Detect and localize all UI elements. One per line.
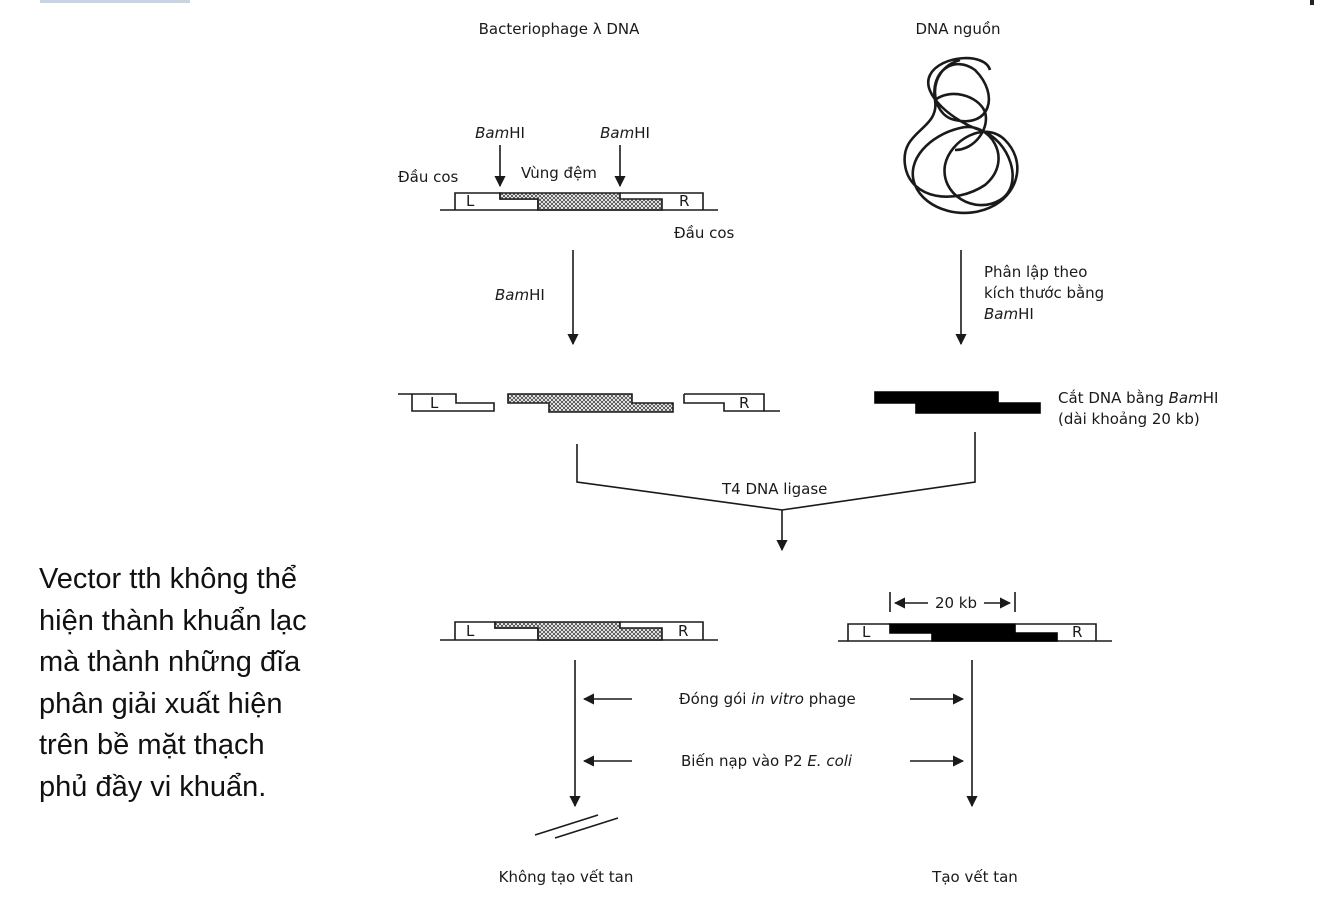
size-select-line-1: Phân lập theo bbox=[984, 263, 1087, 281]
caption-line: trên bề mặt thạch bbox=[39, 729, 265, 761]
size-select-line-3: BamHI bbox=[984, 305, 1034, 323]
top-edge-strip bbox=[40, 0, 190, 3]
phage-title: Bacteriophage λ DNA bbox=[479, 20, 641, 38]
bamhi-label-left: BamHI bbox=[475, 124, 525, 142]
svg-text:R: R bbox=[739, 394, 749, 412]
recombinant-insert-dna: L R bbox=[838, 623, 1112, 642]
svg-text:R: R bbox=[678, 622, 688, 640]
size-select-line-2: kích thước bằng bbox=[984, 284, 1104, 302]
packaging-label: Đóng gói in vitro phage bbox=[679, 690, 856, 708]
insert-size-marker: 20 kb bbox=[889, 592, 1016, 612]
ligation-funnel bbox=[576, 432, 976, 511]
blocked-mark-2 bbox=[554, 817, 619, 839]
no-plaque-label: Không tạo vết tan bbox=[499, 868, 634, 886]
caption-line: mà thành những đĩa bbox=[39, 646, 301, 678]
source-title: DNA nguồn bbox=[915, 20, 1000, 38]
bamhi-label-right: BamHI bbox=[600, 124, 650, 142]
svg-text:R: R bbox=[1072, 623, 1082, 641]
side-caption: Vector tth không thể hiện thành khuẩn lạ… bbox=[39, 559, 379, 808]
source-insert-fragment bbox=[874, 391, 1041, 414]
caption-line: phủ đầy vi khuẩn. bbox=[39, 770, 267, 803]
caption-line: hiện thành khuẩn lạc bbox=[39, 604, 307, 637]
left-arm-fragment: L bbox=[398, 393, 495, 412]
blocked-mark-1 bbox=[534, 814, 599, 836]
cut-label-line-2: (dài khoảng 20 kb) bbox=[1058, 410, 1200, 428]
left-arm-label: L bbox=[466, 192, 475, 210]
cos-end-label-left: Đầu cos bbox=[398, 168, 459, 186]
svg-text:20 kb: 20 kb bbox=[935, 594, 977, 612]
caption-line: Vector tth không thể bbox=[39, 563, 297, 595]
svg-text:L: L bbox=[466, 622, 475, 640]
religated-stuffer-dna: L R bbox=[440, 621, 718, 641]
lambda-dna-intact: L R bbox=[440, 192, 718, 211]
stuffer-fragment bbox=[507, 393, 674, 413]
svg-text:L: L bbox=[862, 623, 871, 641]
tangled-source-dna bbox=[903, 56, 1019, 215]
cos-end-label-right: Đầu cos bbox=[674, 224, 735, 242]
svg-text:L: L bbox=[430, 394, 439, 412]
right-arm-label: R bbox=[679, 192, 689, 210]
bamhi-digest-label: BamHI bbox=[495, 286, 545, 304]
ligase-label: T4 DNA ligase bbox=[721, 480, 827, 498]
right-arm-fragment: R bbox=[683, 393, 780, 412]
corner-mark bbox=[1310, 0, 1314, 5]
plaque-label: Tạo vết tan bbox=[931, 868, 1018, 886]
transform-label: Biến nạp vào P2 E. coli bbox=[681, 752, 853, 770]
cut-label-line-1: Cắt DNA bằng BamHI bbox=[1058, 389, 1218, 407]
stuffer-label: Vùng đệm bbox=[521, 164, 597, 182]
caption-line: phân giải xuất hiện bbox=[39, 687, 283, 720]
